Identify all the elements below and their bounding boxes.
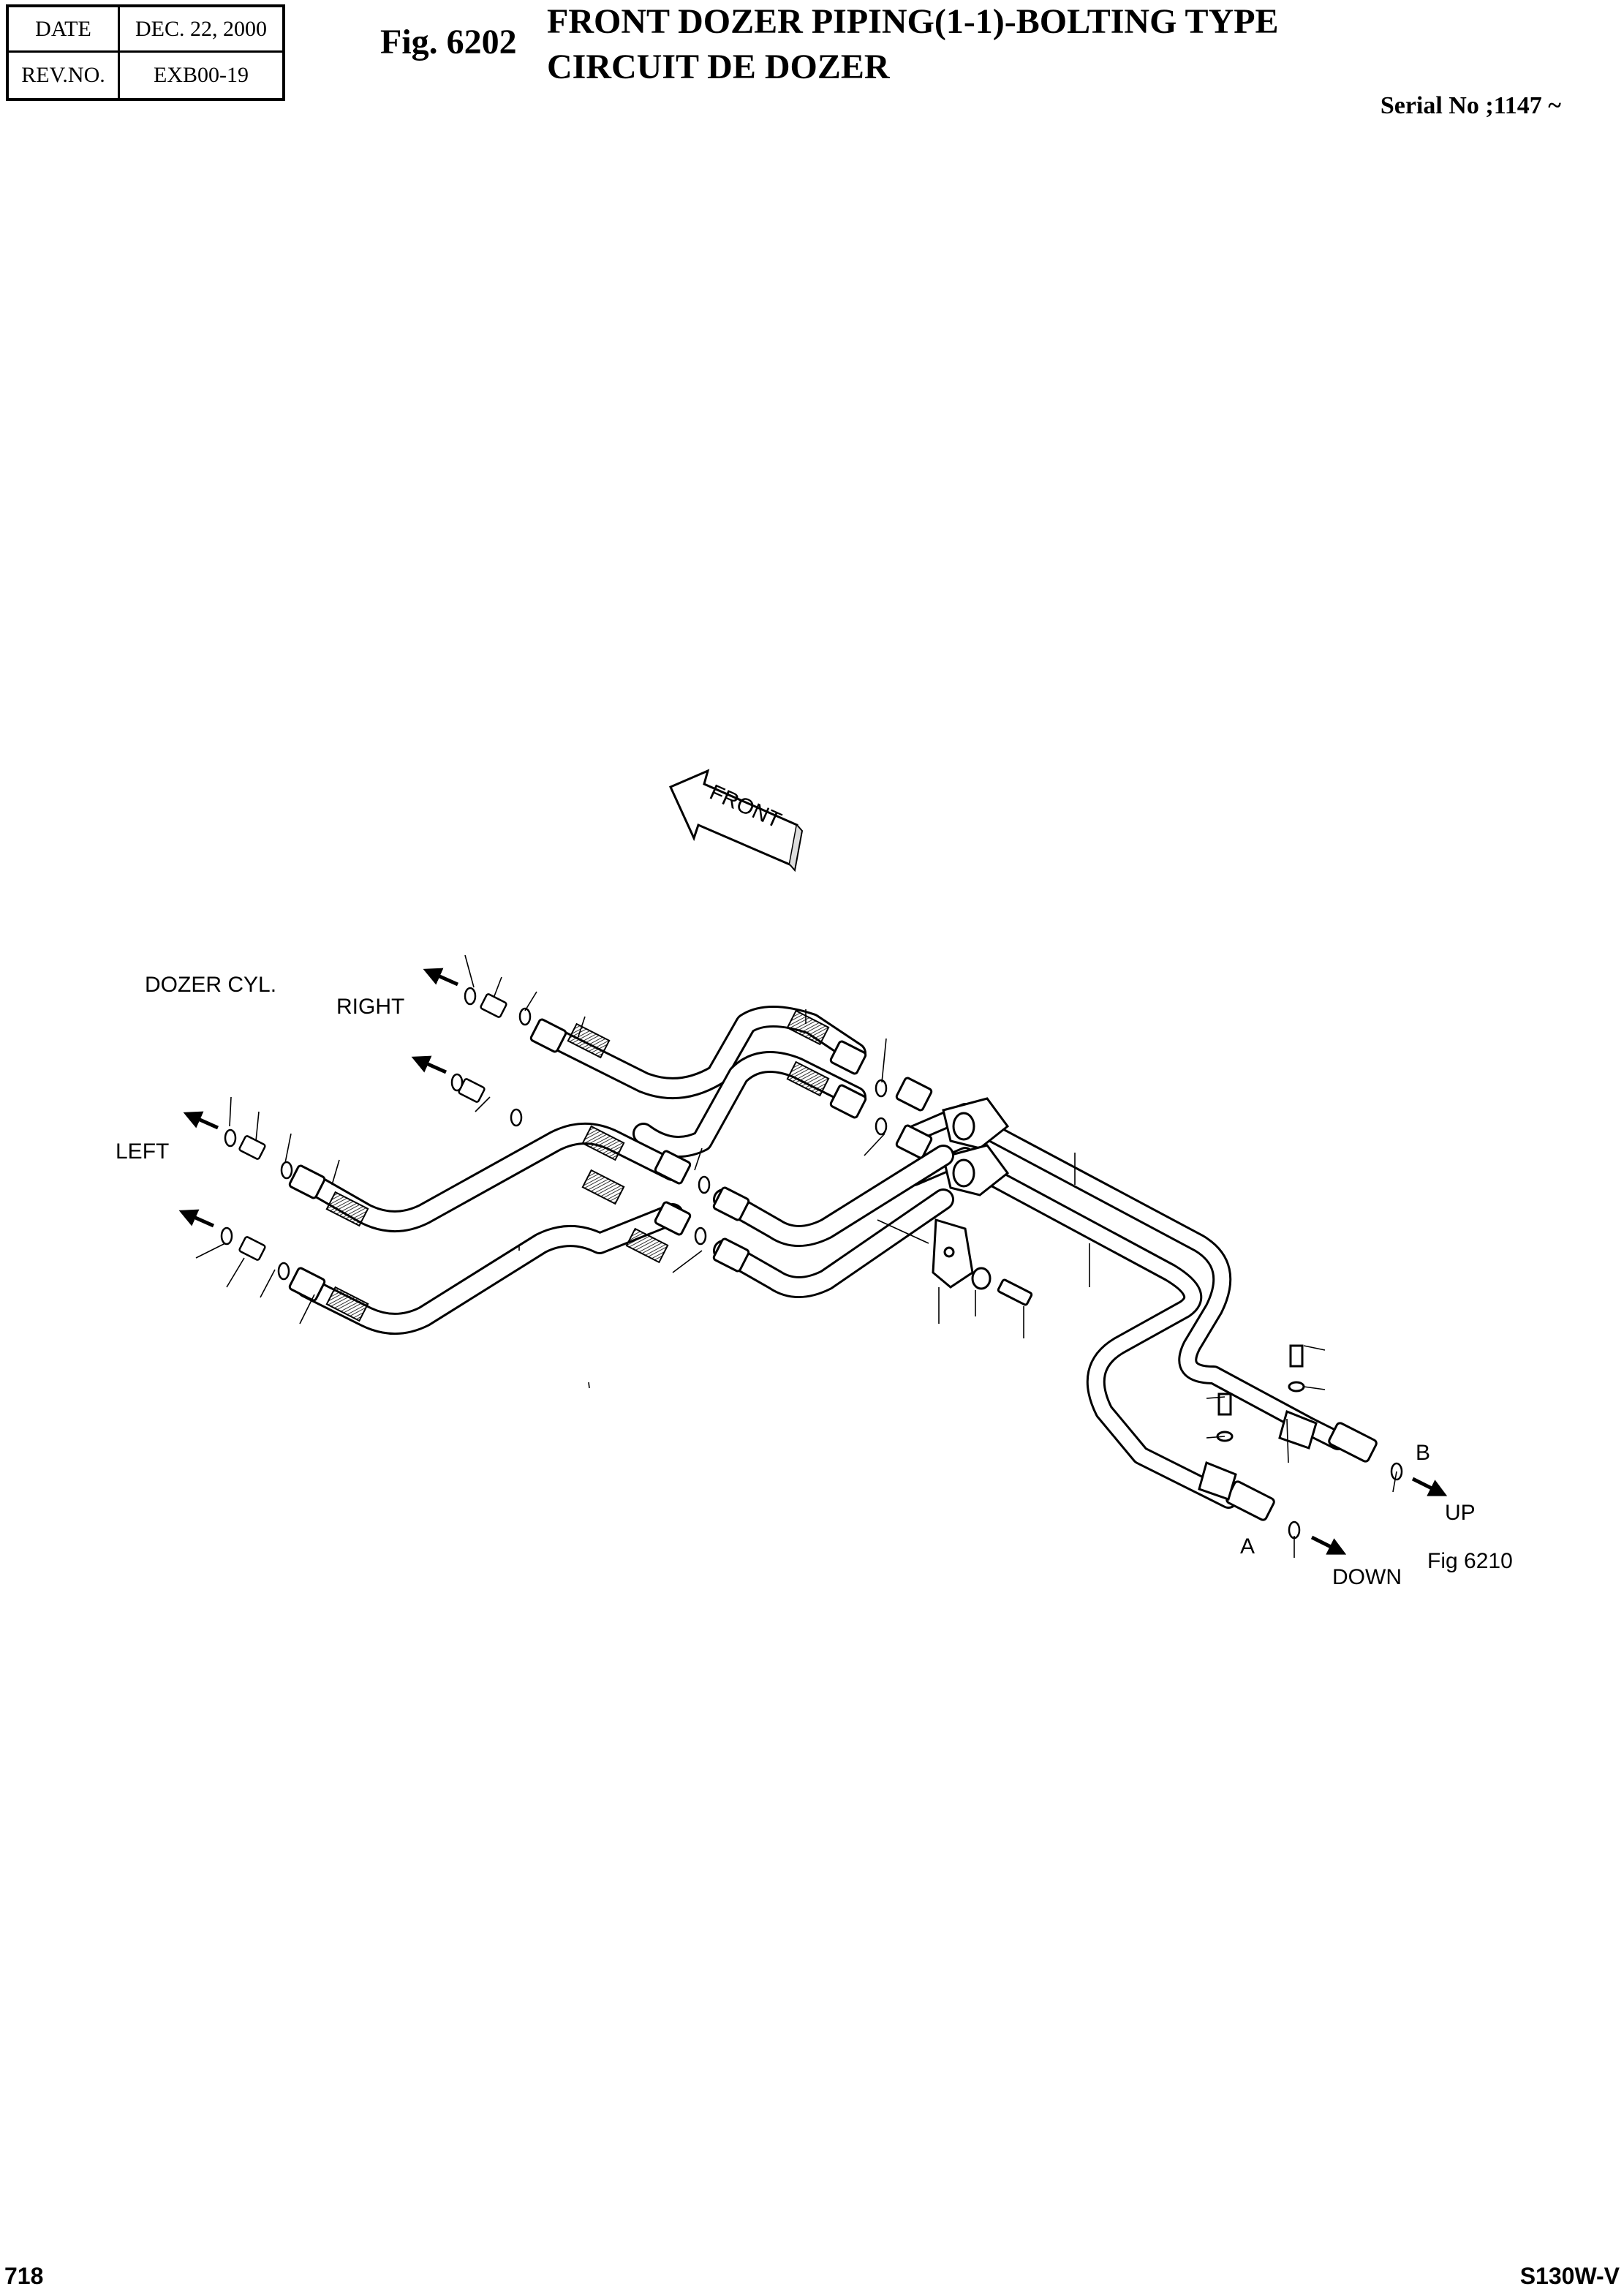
rigid-tubes [905, 1103, 1348, 1509]
leader-lines [195, 954, 1397, 1558]
date-label: DATE [9, 7, 120, 53]
label-port-b: B [1416, 1441, 1430, 1465]
label-up: UP [1445, 1501, 1476, 1525]
figure-number: Fig. 6202 [380, 23, 517, 61]
diagram-labels: DOZER CYL. RIGHT LEFT B UP A DOWN Fig 62… [116, 973, 1513, 1589]
port-adapters [1225, 1422, 1378, 1521]
rev-label: REV.NO. [9, 53, 120, 98]
rev-value: EXB00-19 [154, 63, 249, 87]
connectors-orings [220, 987, 1403, 1540]
tee-fittings [942, 1097, 1010, 1197]
front-direction-arrow: FRONT [668, 769, 804, 873]
label-down: DOWN [1332, 1565, 1402, 1589]
page-number: 718 [4, 2263, 44, 2289]
clamps-and-bolts [932, 1218, 1318, 1501]
hoses [296, 1006, 954, 1335]
label-fig-ref: Fig 6210 [1427, 1549, 1513, 1573]
serial-number: Serial No ;1147 ~ [1380, 92, 1561, 119]
revision-info-box: DATE DEC. 22, 2000 REV.NO. EXB00-19 [6, 4, 285, 101]
title-english: FRONT DOZER PIPING(1-1)-BOLTING TYPE [547, 2, 1279, 41]
label-dozer-cyl: DOZER CYL. [145, 973, 276, 997]
model-number: S130W-V [1519, 2263, 1620, 2289]
label-right: RIGHT [336, 995, 404, 1019]
hose-end-fittings [288, 1018, 933, 1302]
title-french: CIRCUIT DE DOZER [547, 48, 890, 86]
label-left: LEFT [116, 1139, 169, 1164]
flow-arrows [178, 968, 1448, 1555]
date-value: DEC. 22, 2000 [120, 7, 282, 53]
label-port-a: A [1240, 1534, 1255, 1559]
hose-sleeves [325, 1009, 830, 1322]
